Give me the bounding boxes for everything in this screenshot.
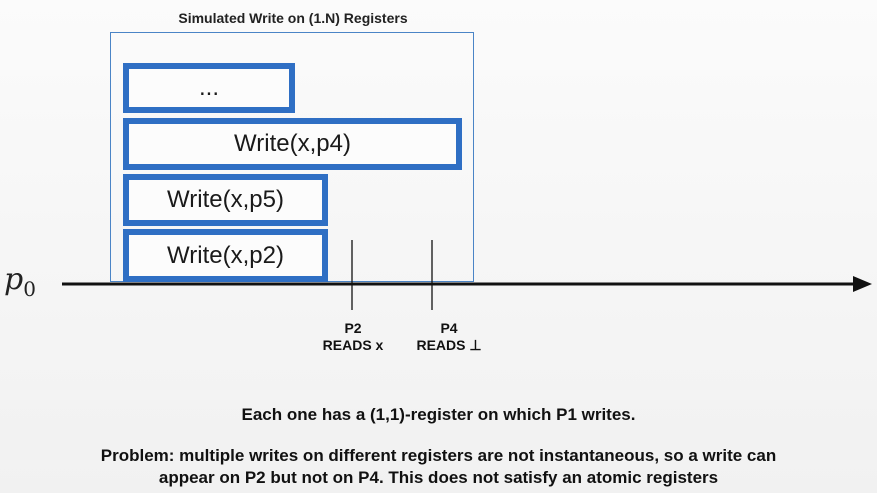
- caption-problem: Problem: multiple writes on different re…: [10, 445, 867, 489]
- read-text-p2: READS x: [322, 337, 384, 353]
- process-label-base: p: [4, 262, 24, 297]
- read-proc-p2: P2: [344, 320, 362, 336]
- write-box-p2: Write(x,p2): [123, 229, 328, 282]
- timeline-arrowhead: [853, 276, 872, 292]
- read-label-p2: P2 READS x: [316, 320, 390, 354]
- caption-problem-line2: appear on P2 but not on P4. This does no…: [158, 468, 719, 487]
- write-box-p4: Write(x,p4): [123, 118, 462, 170]
- caption-problem-line1: Problem: multiple writes on different re…: [100, 446, 777, 465]
- read-text-p4: READS ⊥: [416, 337, 482, 353]
- write-box-ellipsis: ...: [123, 63, 295, 113]
- process-label-subscript: 0: [23, 277, 36, 301]
- diagram-title: Simulated Write on (1.N) Registers: [178, 10, 408, 26]
- caption-register: Each one has a (1,1)-register on which P…: [241, 405, 636, 424]
- process-label: p0: [4, 262, 36, 301]
- write-box-p5: Write(x,p5): [123, 174, 328, 226]
- read-proc-p4: P4: [440, 320, 458, 336]
- read-label-p4: P4 READS ⊥: [404, 320, 494, 354]
